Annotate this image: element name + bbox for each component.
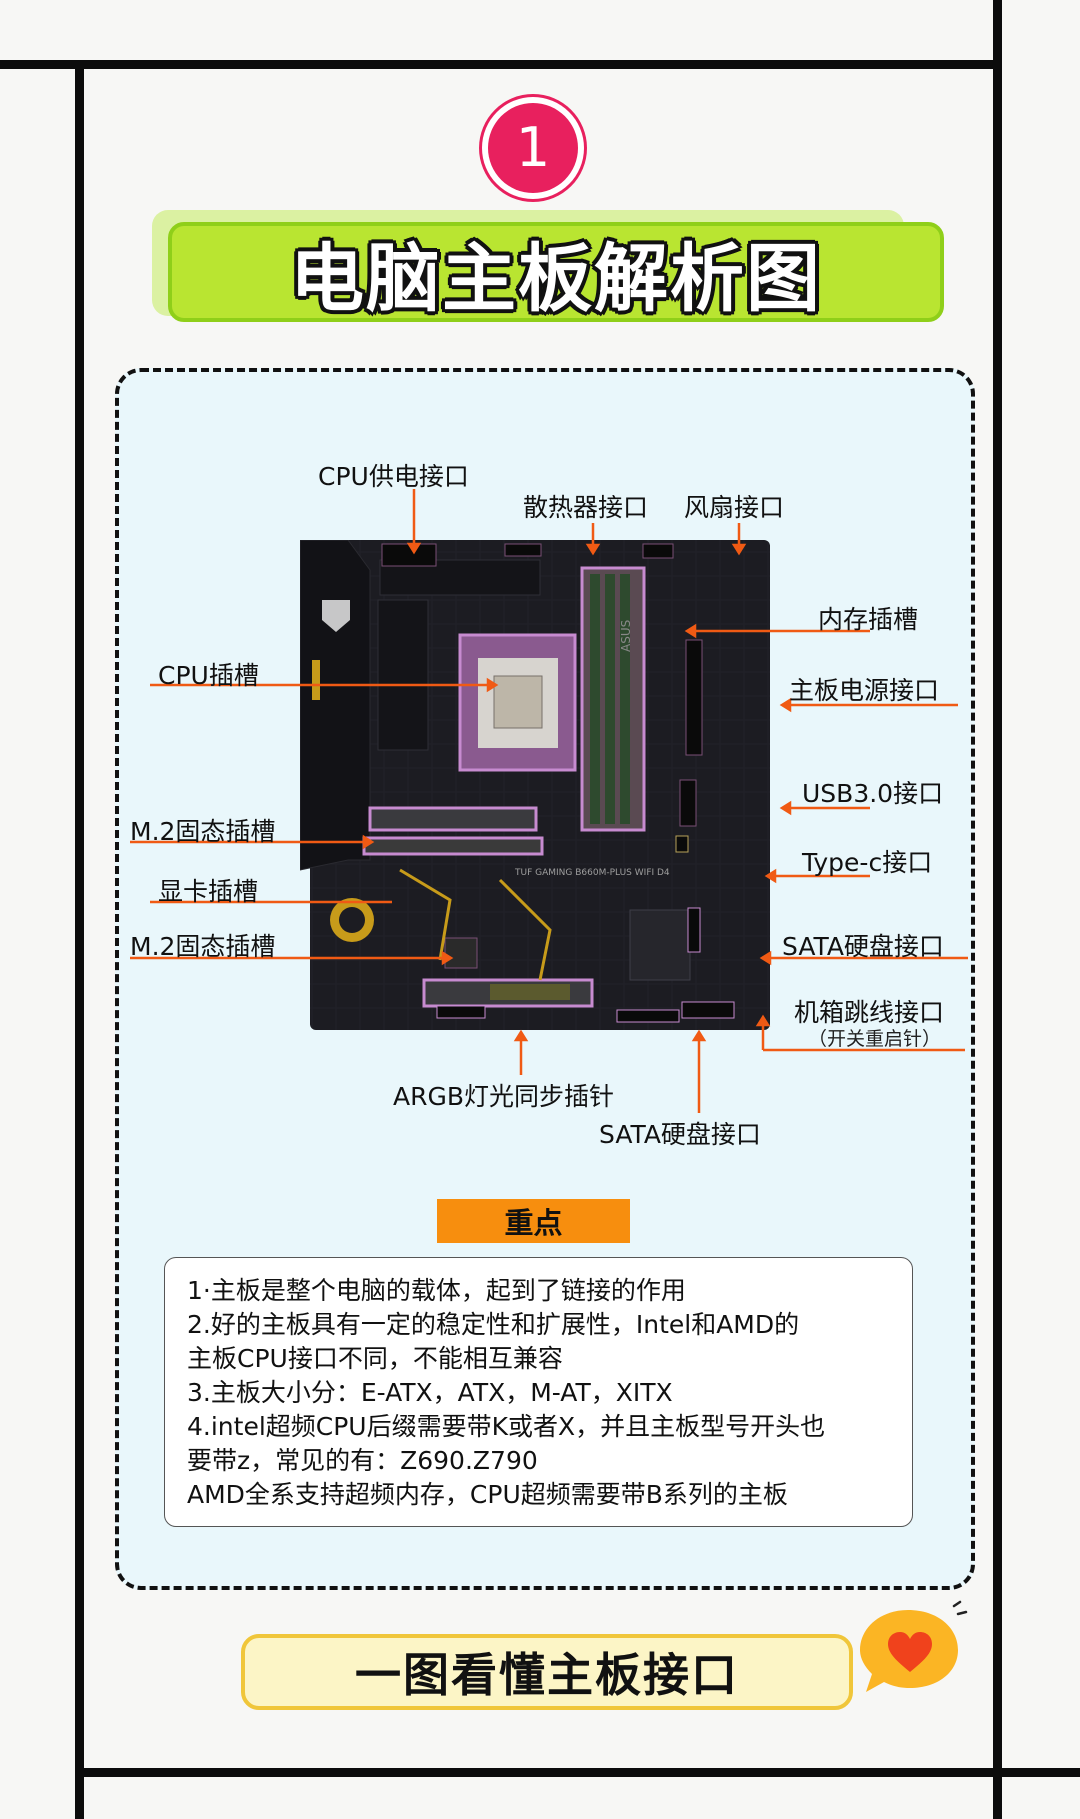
key-points-tag: 重点 [437,1199,630,1243]
key-point-line: 要带z，常见的有：Z690.Z790 [187,1446,538,1475]
footer-title-bar: 一图看懂主板接口 [241,1634,853,1710]
label-argb-header: ARGB灯光同步插针 [393,1082,614,1111]
motherboard-illustration: TUF GAMING B660M-PLUS WIFI D4 ASUS [300,540,770,1030]
label-memory-slot: 内存插槽 [818,605,919,634]
label-case-jumper-sub: （开关重启针） [808,1028,942,1050]
key-point-line: 4.intel超频CPU后缀需要带K或者X，并且主板型号开头也 [187,1412,826,1441]
key-point-line: 1·主板是整个电脑的载体，起到了链接的作用 [187,1276,686,1305]
board-brand-text: ASUS [619,620,633,652]
label-typec-header: Type-c接口 [802,848,933,877]
frame-line-bottom [75,1768,1080,1777]
step-number: 1 [515,116,551,179]
title-bar: 电脑主板解析图 [168,222,944,322]
page-title: 电脑主板解析图 [290,235,822,322]
label-cooler-header: 散热器接口 [523,493,649,522]
frame-line-left [75,60,84,1819]
key-point-line: 3.主板大小分：E-ATX，ATX，M-AT，XITX [187,1378,673,1407]
label-sata-bottom: SATA硬盘接口 [599,1120,761,1149]
heart-speech-bubble-icon [860,1600,968,1692]
step-number-badge: 1 [488,103,578,193]
key-point-line: 2.好的主板具有一定的稳定性和扩展性，Intel和AMD的 [187,1310,800,1339]
frame-line-top [0,60,1000,69]
label-board-power: 主板电源接口 [789,676,940,705]
label-cpu-socket: CPU插槽 [158,661,259,690]
key-point-line: 主板CPU接口不同，不能相互兼容 [187,1344,563,1373]
label-gpu-slot: 显卡插槽 [158,877,259,906]
label-m2-top: M.2固态插槽 [130,817,276,846]
label-cpu-power: CPU供电接口 [318,462,469,491]
label-fan-header: 风扇接口 [684,493,785,522]
key-point-line: AMD全系支持超频内存，CPU超频需要带B系列的主板 [187,1480,788,1509]
frame-line-right [993,0,1002,1819]
label-sata-right: SATA硬盘接口 [782,932,944,961]
label-m2-bottom: M.2固态插槽 [130,932,276,961]
footer-title: 一图看懂主板接口 [355,1648,739,1702]
key-points-box: 1·主板是整个电脑的载体，起到了链接的作用 2.好的主板具有一定的稳定性和扩展性… [164,1257,913,1527]
label-usb3-header: USB3.0接口 [802,779,944,808]
board-model-text: TUF GAMING B660M-PLUS WIFI D4 [514,868,670,878]
label-case-jumper: 机箱跳线接口 [794,998,945,1027]
key-points-tag-text: 重点 [504,1206,563,1240]
